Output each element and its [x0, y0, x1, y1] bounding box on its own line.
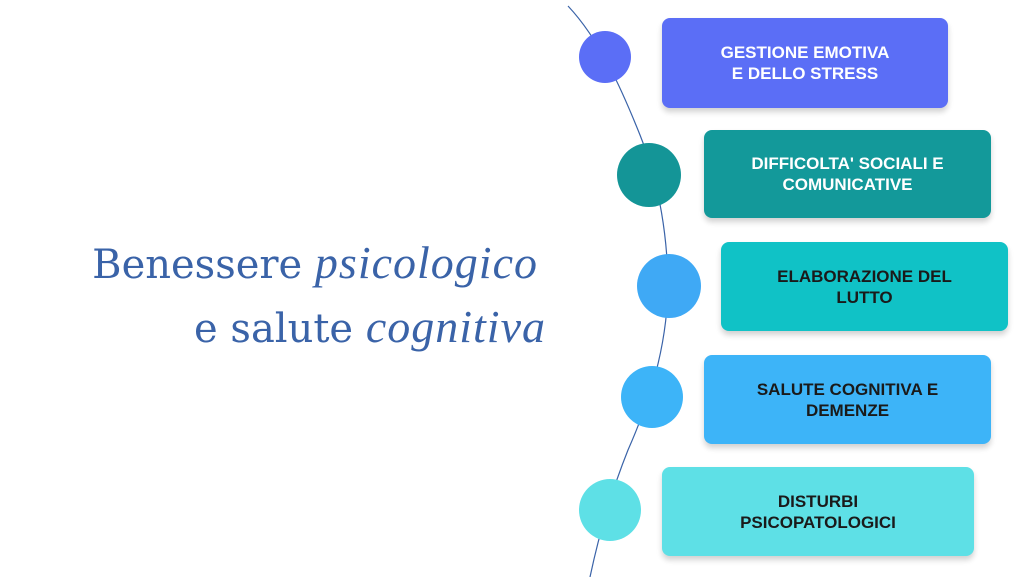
item-box-1: GESTIONE EMOTIVA E DELLO STRESS [662, 18, 948, 108]
timeline-dot-4 [621, 366, 683, 428]
timeline-dot-3 [637, 254, 701, 318]
timeline-dot-1 [579, 31, 631, 83]
item-box-5: DISTURBI PSICOPATOLOGICI [662, 467, 974, 556]
item-box-2: DIFFICOLTA' SOCIALI E COMUNICATIVE [704, 130, 991, 218]
item-box-4: SALUTE COGNITIVA E DEMENZE [704, 355, 991, 444]
title-word-psicologico: psicologico [314, 237, 538, 288]
title-word-benessere: Benessere [92, 242, 303, 288]
item-box-3: ELABORAZIONE DEL LUTTO [721, 242, 1008, 331]
item-label-5: DISTURBI PSICOPATOLOGICI [740, 491, 896, 532]
title-words-e-salute: e salute [194, 306, 354, 352]
item-label-1: GESTIONE EMOTIVA E DELLO STRESS [720, 43, 890, 83]
timeline-dot-5 [579, 479, 641, 541]
diagram-title: Benessere psicologico e salute cognitiva [40, 232, 560, 360]
item-label-4: SALUTE COGNITIVA E DEMENZE [756, 379, 939, 420]
title-word-cognitiva: cognitiva [365, 301, 546, 352]
title-line-2: e salute cognitiva [40, 296, 560, 360]
timeline-dot-2 [617, 143, 681, 207]
title-line-1: Benessere psicologico [40, 232, 560, 296]
item-label-3: ELABORAZIONE DEL LUTTO [777, 266, 952, 307]
item-label-2: DIFFICOLTA' SOCIALI E COMUNICATIVE [751, 154, 944, 194]
